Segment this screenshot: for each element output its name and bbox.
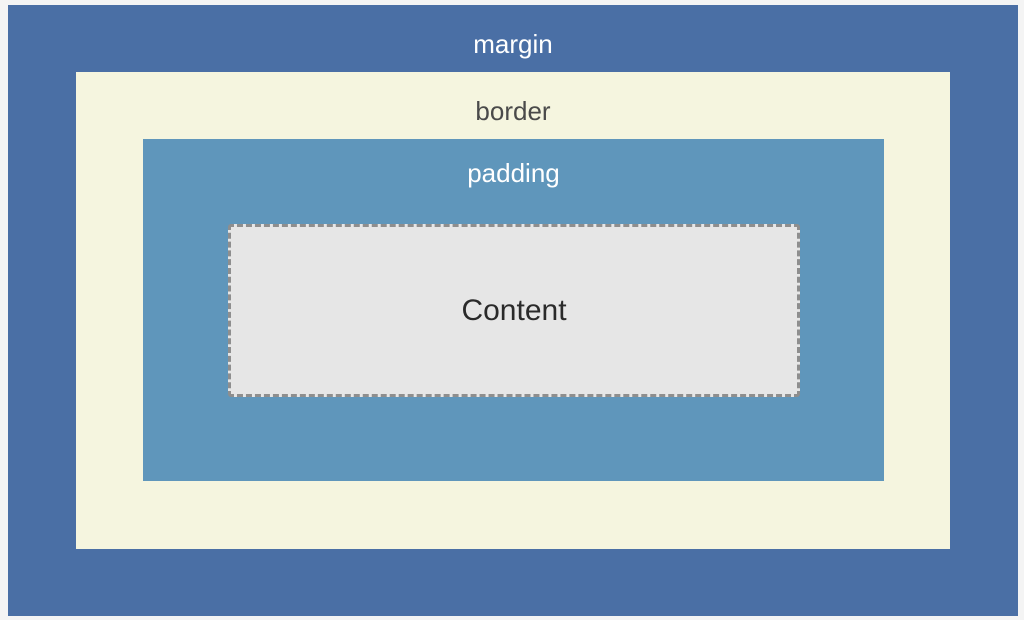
padding-layer: padding Content — [143, 139, 884, 481]
margin-label: margin — [473, 29, 553, 59]
content-layer: Content — [228, 224, 800, 397]
margin-layer: margin border padding Content — [8, 5, 1018, 616]
border-label: border — [475, 96, 551, 126]
content-label: Content — [461, 294, 567, 327]
border-layer: border padding Content — [76, 72, 950, 549]
padding-label: padding — [467, 158, 560, 188]
